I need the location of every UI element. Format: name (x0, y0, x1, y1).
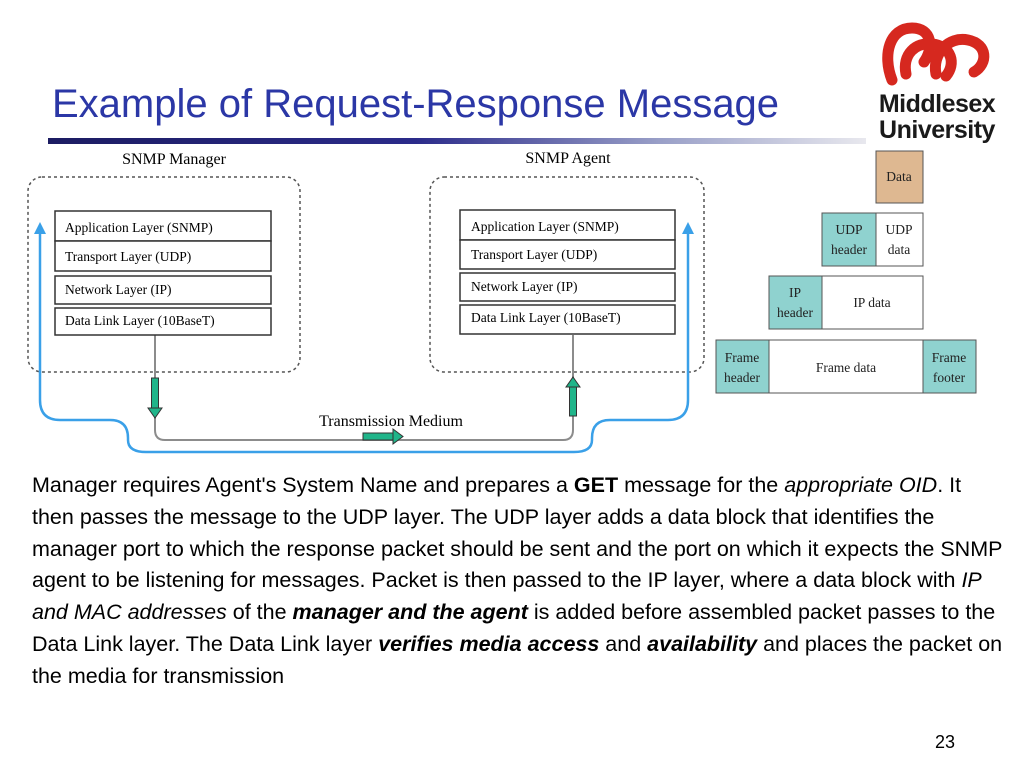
data-cell (875, 150, 924, 204)
frame-data-label: Frame data (816, 360, 876, 375)
agent-layer-network-label: Network Layer (IP) (471, 279, 577, 294)
frame-header-label-1: Frame (725, 350, 760, 365)
manager-layer-network (54, 275, 272, 305)
middlesex-logo-icon (882, 22, 990, 86)
logo-line2: University (879, 116, 995, 144)
manager-layer-application-label: Application Layer (SNMP) (65, 220, 213, 235)
ip-header-cell (768, 275, 823, 330)
manager-layer-datalink (54, 307, 272, 336)
body-get-keyword: GET (573, 473, 619, 497)
frame-footer-cell (922, 339, 977, 394)
manager-label: SNMP Manager (122, 151, 227, 168)
body-text-3: . It then passes the message to the UDP … (32, 473, 1003, 593)
body-oid-term: appropriate OID (784, 473, 938, 497)
agent-layer-datalink-label: Data Link Layer (10BaseT) (471, 310, 621, 325)
agent-layer-transport-label: Transport Layer (UDP) (471, 247, 597, 262)
logo-line1: Middlesex (878, 90, 996, 118)
title-underline (48, 138, 866, 144)
request-response-diagram: SNMP Manager SNMP Agent Application Laye… (27, 150, 977, 454)
frame-footer-label-2: footer (933, 370, 966, 385)
udp-data-label-1: UDP (885, 222, 912, 237)
agent-layer-transport (459, 239, 676, 270)
agent-container (429, 176, 705, 373)
agent-label: SNMP Agent (525, 150, 611, 167)
body-addresses-term: IP and MAC addresses (32, 568, 981, 625)
manager-layer-transport-label: Transport Layer (UDP) (65, 249, 191, 264)
udp-data-label-2: data (888, 242, 911, 257)
frame-footer-label-1: Frame (932, 350, 967, 365)
ip-data-cell (821, 275, 924, 330)
manager-layer-transport (54, 240, 272, 272)
medium-label: Transmission Medium (319, 413, 463, 430)
frame-header-label-2: header (724, 370, 760, 385)
signal-path (38, 228, 690, 454)
encapsulation-diagram: Data UDP header UDP data IP header IP da… (715, 150, 977, 394)
agent-stack: Application Layer (SNMP) Transport Layer… (459, 209, 676, 335)
agent-layer-datalink (459, 304, 676, 335)
manager-up-arrowhead (34, 222, 46, 234)
right-arrow-icon (362, 428, 404, 445)
body-text-1: Manager requires Agent's System Name and… (32, 473, 574, 497)
body-text-2: message for the (618, 473, 785, 497)
agent-layer-application-label: Application Layer (SNMP) (471, 219, 619, 234)
manager-stack: Application Layer (SNMP) Transport Layer… (54, 210, 272, 336)
up-arrow-icon (565, 376, 581, 417)
body-availability-term: availability (647, 631, 758, 656)
udp-header-label-1: UDP (835, 222, 862, 237)
manager-layer-datalink-label: Data Link Layer (10BaseT) (65, 313, 215, 328)
udp-header-label-2: header (831, 242, 867, 257)
agent-up-arrowhead (682, 222, 694, 234)
frame-data-cell (768, 339, 924, 394)
description-paragraph: Manager requires Agent's System Name and… (32, 470, 1004, 693)
body-text-5: is added before assembled packet passes … (32, 600, 996, 656)
slide-title: Example of Request-Response Message (52, 82, 780, 126)
body-media-access-term: verifies media access (378, 631, 600, 656)
body-text-6: and (599, 631, 648, 656)
ip-header-label-1: IP (789, 285, 801, 300)
agent-layer-application (459, 209, 676, 241)
down-arrow-icon (147, 377, 163, 419)
ip-data-label: IP data (853, 295, 890, 310)
body-manager-agent-term: manager and the agent (292, 600, 528, 625)
data-cell-label: Data (886, 169, 911, 184)
manager-container (27, 176, 301, 373)
body-text-7: and places the packet on the media for t… (32, 631, 1003, 688)
body-text-4: of the (226, 600, 293, 625)
udp-data-cell (875, 212, 924, 267)
udp-header-cell (821, 212, 877, 267)
page-number: 23 (935, 732, 956, 752)
manager-layer-application (54, 210, 272, 242)
ip-header-label-2: header (777, 305, 813, 320)
frame-header-cell (715, 339, 770, 394)
manager-layer-network-label: Network Layer (IP) (65, 282, 171, 297)
agent-layer-network (459, 272, 676, 302)
